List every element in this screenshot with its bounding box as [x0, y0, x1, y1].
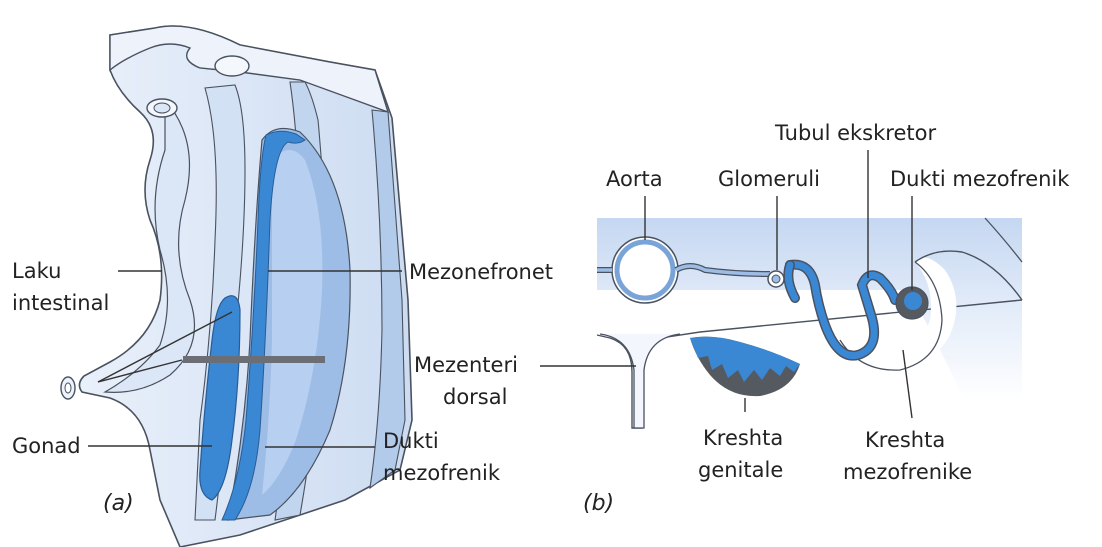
label-kreshta-gen-1: Kreshta: [703, 426, 783, 450]
label-dukti-b: Dukti mezofrenik: [890, 167, 1070, 191]
label-kreshta-mez-2: mezofrenike: [843, 460, 972, 484]
label-gonad: Gonad: [12, 434, 81, 458]
label-laku-1: Laku: [12, 259, 61, 283]
panel-a-label: (a): [103, 491, 134, 516]
label-mezenteri-1: Mezenteri: [414, 353, 518, 377]
aorta-wall: [617, 242, 673, 298]
panel-b-label: (b): [583, 491, 614, 516]
label-dukti-a-1: Dukti: [383, 429, 439, 453]
mezenteri-dorsal-shape: [600, 334, 680, 428]
label-mezonefronet: Mezonefronet: [409, 260, 553, 284]
label-glomeruli: Glomeruli: [718, 167, 820, 191]
gut-cut-end-inner: [65, 383, 71, 393]
glomeruli-inner: [772, 275, 780, 283]
label-dukti-a-2: mezofrenik: [383, 461, 501, 485]
label-kreshta-mez-1: Kreshta: [865, 428, 945, 452]
label-aorta: Aorta: [606, 167, 663, 191]
label-kreshta-gen-2: genitale: [698, 458, 783, 482]
top-opening-aorta: [215, 56, 249, 76]
section-bar: [183, 356, 325, 363]
panel-b-illustration: [597, 218, 1022, 428]
label-mezenteri-2: dorsal: [443, 385, 507, 409]
top-opening-gut-inner: [154, 103, 170, 113]
dukti-mezofrenik-lumen: [904, 292, 922, 310]
label-tubul: Tubul ekskretor: [774, 121, 936, 145]
panel-a-illustration: [61, 26, 412, 547]
label-laku-2: intestinal: [12, 291, 109, 315]
